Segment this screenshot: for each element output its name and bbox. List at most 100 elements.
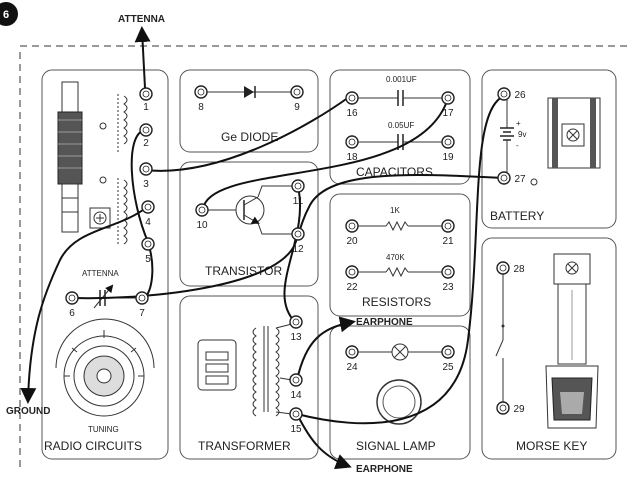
terminal-5[interactable]: 5: [141, 237, 155, 265]
svg-text:4: 4: [145, 217, 151, 228]
svg-text:12: 12: [292, 244, 304, 255]
wire-4-to-ground: [20, 206, 148, 404]
terminal-10[interactable]: 10: [195, 203, 209, 231]
antenna-label: ATTENNA: [118, 14, 165, 25]
transformer-core: [197, 339, 237, 391]
svg-text:3: 3: [143, 179, 149, 190]
hole-dot: [99, 122, 107, 130]
resistors-title: RESISTORS: [362, 295, 431, 309]
terminal-1[interactable]: 1: [139, 87, 153, 113]
terminal-23[interactable]: 23: [441, 265, 455, 293]
resistor-lower-value: 470K: [386, 253, 405, 262]
capacitor-lower-value: 0.05UF: [388, 121, 414, 130]
lamp-bulb: [376, 379, 422, 425]
terminal-28[interactable]: 28: [496, 261, 525, 275]
terminal-3[interactable]: 3: [139, 162, 153, 190]
terminal-19[interactable]: 19: [441, 135, 455, 163]
svg-text:5: 5: [145, 254, 151, 265]
svg-text:7: 7: [139, 308, 145, 319]
terminal-8[interactable]: 8: [194, 85, 208, 113]
board-outline: [19, 45, 632, 470]
terminal-27[interactable]: 27: [497, 171, 526, 185]
svg-text:15: 15: [290, 424, 302, 435]
battery-holder: [547, 97, 601, 169]
svg-text:20: 20: [346, 236, 358, 247]
svg-text:22: 22: [346, 282, 358, 293]
wire-15-to-26: [296, 95, 505, 425]
tuning-dial: [55, 318, 155, 417]
ge-diode-title: Ge DIODE: [221, 130, 278, 144]
morse-key-lever: [545, 253, 599, 429]
tuning-label: TUNING: [88, 425, 119, 434]
svg-text:8: 8: [198, 102, 204, 113]
battery-minus: -: [516, 141, 519, 150]
terminal-14[interactable]: 14: [289, 373, 303, 401]
terminal-20[interactable]: 20: [345, 219, 359, 247]
svg-text:6: 6: [69, 308, 75, 319]
svg-text:1: 1: [143, 102, 149, 113]
svg-text:27: 27: [514, 174, 526, 185]
ferrite-rod-antenna: [57, 81, 83, 233]
terminal-6[interactable]: 6: [65, 291, 79, 319]
connection-wires: [20, 26, 505, 470]
radio-circuits-title: RADIO CIRCUITS: [44, 439, 142, 453]
capacitor-upper-symbol: [356, 90, 444, 106]
earphone-label-bottom: EARPHONE: [356, 464, 413, 475]
svg-text:25: 25: [442, 362, 454, 373]
terminal-11[interactable]: 11: [291, 179, 305, 207]
svg-text:17: 17: [442, 108, 454, 119]
wire-15-to-earphone: [296, 413, 352, 470]
lamp-symbol: [356, 343, 444, 361]
svg-text:19: 19: [442, 152, 454, 163]
svg-text:23: 23: [442, 282, 454, 293]
terminal-7[interactable]: 7: [135, 291, 149, 319]
figure-marker: 6: [0, 2, 18, 26]
svg-text:14: 14: [290, 390, 302, 401]
terminal-22[interactable]: 22: [345, 265, 359, 293]
svg-text:10: 10: [196, 220, 208, 231]
terminal-2[interactable]: 2: [139, 123, 153, 149]
terminal-13[interactable]: 13: [289, 315, 303, 343]
terminal-16[interactable]: 16: [345, 91, 359, 119]
terminal-29[interactable]: 29: [496, 401, 525, 415]
terminal-17[interactable]: 17: [441, 91, 455, 119]
diode-symbol: [205, 86, 294, 98]
screw-icon: [89, 207, 111, 229]
svg-text:11: 11: [293, 196, 304, 207]
resistors-panel: [329, 193, 471, 317]
svg-text:16: 16: [346, 108, 358, 119]
wire-2-to-7: [130, 129, 154, 299]
coil-lower: [117, 178, 128, 246]
terminals: 1 2 3 4 5 6 7 8 9 10 11 12 13 14 15 16 1…: [65, 85, 526, 435]
terminal-15[interactable]: 15: [289, 407, 303, 435]
transformer-title: TRANSFORMER: [198, 439, 291, 453]
morse-key-title: MORSE KEY: [516, 439, 587, 453]
terminal-25[interactable]: 25: [441, 345, 455, 373]
terminal-21[interactable]: 21: [441, 219, 455, 247]
terminal-4[interactable]: 4: [141, 200, 155, 228]
battery-title: BATTERY: [490, 209, 544, 223]
signal-lamp-title: SIGNAL LAMP: [356, 439, 436, 453]
transistor-title: TRANSISTOR: [205, 264, 282, 278]
earphone-label-top: EARPHONE: [356, 317, 413, 328]
svg-text:9: 9: [294, 102, 300, 113]
transformer-coils: [252, 323, 293, 417]
hole-dot: [530, 178, 538, 186]
wire-3-to-16: [144, 96, 350, 172]
terminal-9[interactable]: 9: [290, 85, 304, 113]
transformer-panel: [179, 295, 319, 460]
battery-plus: +: [516, 119, 521, 128]
resistor-upper-symbol: [356, 220, 444, 232]
battery-voltage: 9v: [518, 130, 526, 139]
svg-text:2: 2: [143, 138, 149, 149]
terminal-24[interactable]: 24: [345, 345, 359, 373]
terminal-26[interactable]: 26: [497, 87, 526, 101]
terminal-12[interactable]: 12: [291, 227, 305, 255]
wire-27-to-12: [297, 174, 504, 238]
svg-text:29: 29: [513, 404, 525, 415]
terminal-18[interactable]: 18: [345, 135, 359, 163]
hole-dot: [99, 176, 107, 184]
resistor-lower-symbol: [356, 266, 444, 278]
svg-text:26: 26: [514, 90, 526, 101]
